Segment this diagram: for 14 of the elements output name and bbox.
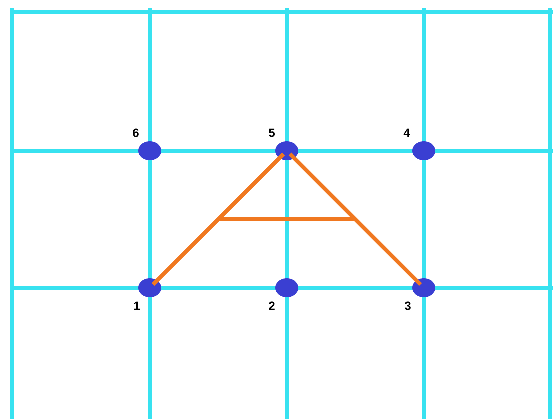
point-dot — [276, 142, 298, 160]
point-label: 6 — [133, 128, 139, 138]
point-label: 4 — [404, 128, 410, 138]
point-dot — [412, 278, 436, 298]
point-dot — [412, 142, 436, 160]
point-dot — [138, 142, 162, 160]
point-label: 5 — [269, 128, 275, 138]
point-label: 1 — [134, 302, 140, 310]
line-segment — [152, 152, 286, 286]
point-dot — [138, 278, 162, 298]
line-segment — [288, 152, 422, 286]
point-label: 3 — [404, 302, 411, 310]
point-dot — [276, 278, 298, 298]
point-label: 2 — [269, 302, 275, 310]
